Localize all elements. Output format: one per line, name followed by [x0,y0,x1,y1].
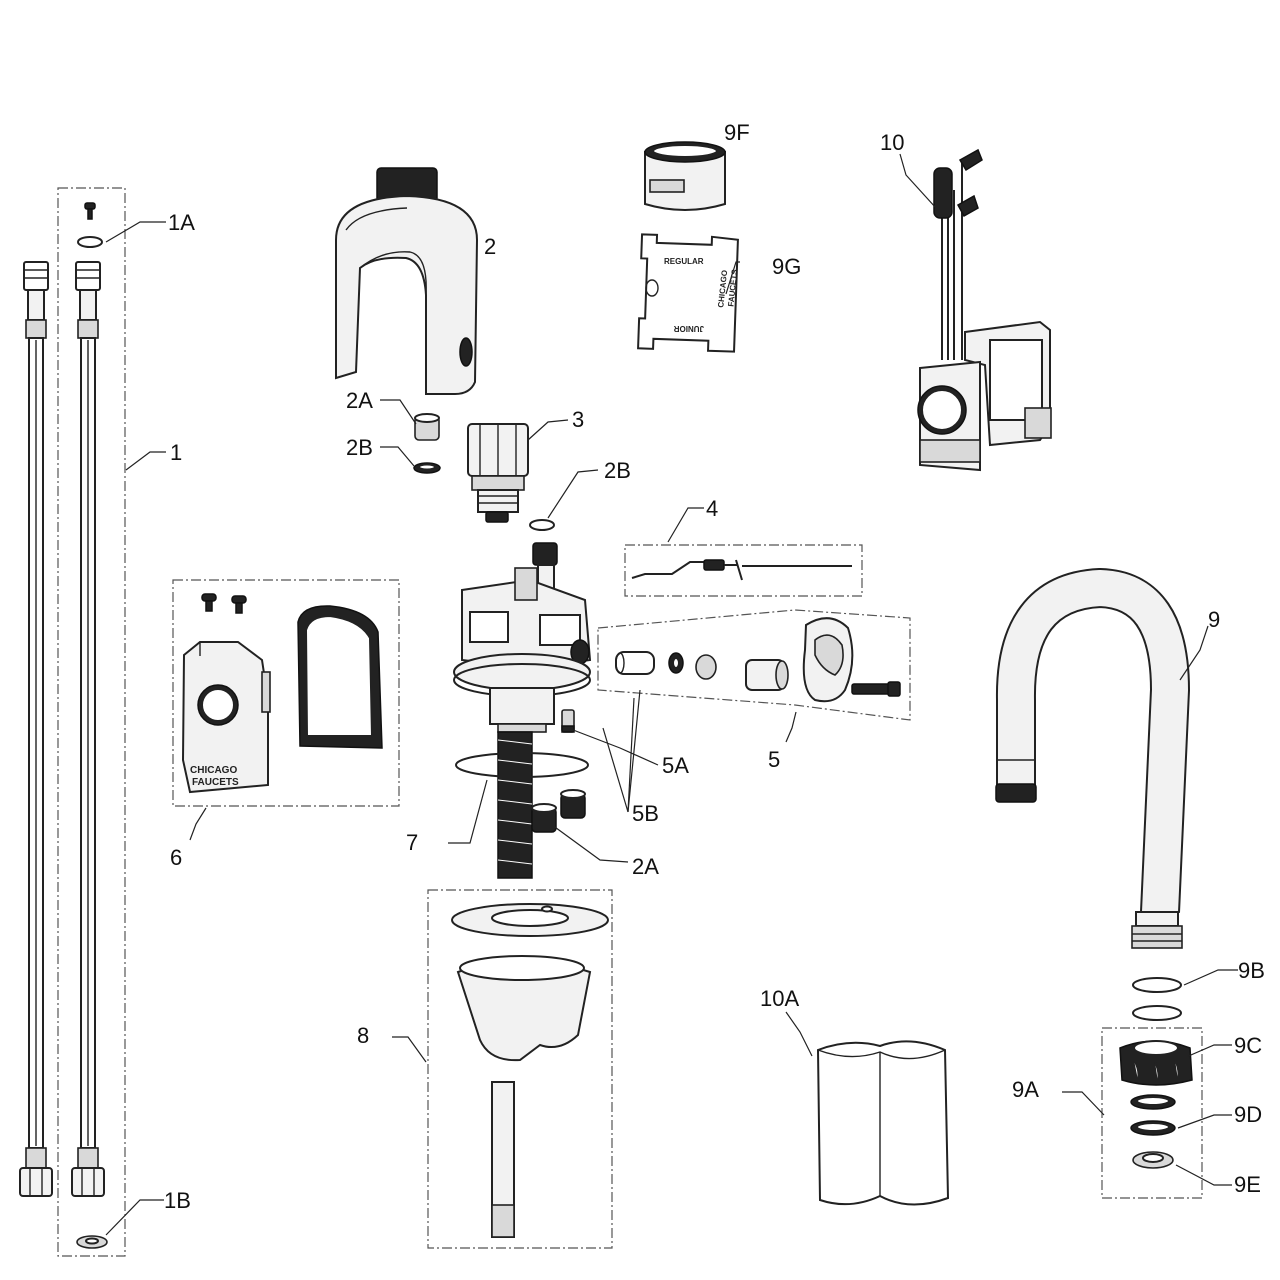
label-9b: 9B [1238,958,1265,983]
label-1b: 1B [164,1188,191,1213]
top-cover [335,167,479,395]
label-2a-bottom: 2A [632,854,659,879]
label-8: 8 [357,1023,369,1048]
o-ring-2b-top-inner [418,463,436,471]
label-10a: 10A [760,986,799,1011]
label-5b: 5B [632,801,659,826]
label-9a: 9A [1012,1077,1039,1102]
inserts-2a-bottom [531,789,586,833]
label-7: 7 [406,830,418,855]
label-9f: 9F [724,120,750,145]
lever-assembly [597,609,911,721]
label-9: 9 [1208,607,1220,632]
label-4: 4 [706,496,718,521]
label-5: 5 [768,747,780,772]
aerator-key-9g: REGULAR JUNIOR CHICAGO FAUCETS [637,233,739,353]
sensor-assembly [917,148,1052,472]
aerator-key-brand-line-2: FAUCETS [726,268,739,307]
leader-lines [105,153,1238,1236]
label-5a: 5A [662,753,689,778]
gooseneck-spout [995,567,1191,1021]
cover-brand-line-1: CHICAGO [190,765,237,776]
supply-hoses [19,187,126,1257]
label-6: 6 [170,845,182,870]
coupling-nut-kit [1101,1027,1203,1199]
label-2b-top: 2B [346,435,373,460]
label-2a-top: 2A [346,388,373,413]
label-9d: 9D [1234,1102,1262,1127]
gasket-ring [455,752,589,778]
insert-2a-top [414,413,440,441]
mounting-kit [427,889,613,1249]
label-9c: 9C [1234,1033,1262,1058]
aerator-key-brand-line-1: CHICAGO [716,270,729,309]
label-2b-right: 2B [604,458,631,483]
valve-body [453,542,592,879]
label-1a: 1A [168,210,195,235]
aerator-9f [644,141,726,211]
label-10: 10 [880,130,904,155]
label-3: 3 [572,407,584,432]
cover-brand-line-2: FAUCETS [192,777,239,788]
actuator-rod [624,544,863,597]
side-cover-kit: CHICAGO FAUCETS [172,579,400,807]
aerator-key-junior-text: JUNIOR [674,324,704,333]
set-screw-5a [561,709,575,733]
callout-labels: 1A 1 1B 2 2A 2B 3 2B 4 5 5A 5B 2A 7 6 8 … [164,120,1265,1213]
o-ring-2b-right [529,519,555,531]
label-9g: 9G [772,254,801,279]
valve-cartridge [467,423,529,523]
sensor-cover-10a [816,1040,950,1206]
label-9e: 9E [1234,1172,1261,1197]
label-2: 2 [484,234,496,259]
label-1: 1 [170,440,182,465]
aerator-key-regular-text: REGULAR [664,257,704,266]
